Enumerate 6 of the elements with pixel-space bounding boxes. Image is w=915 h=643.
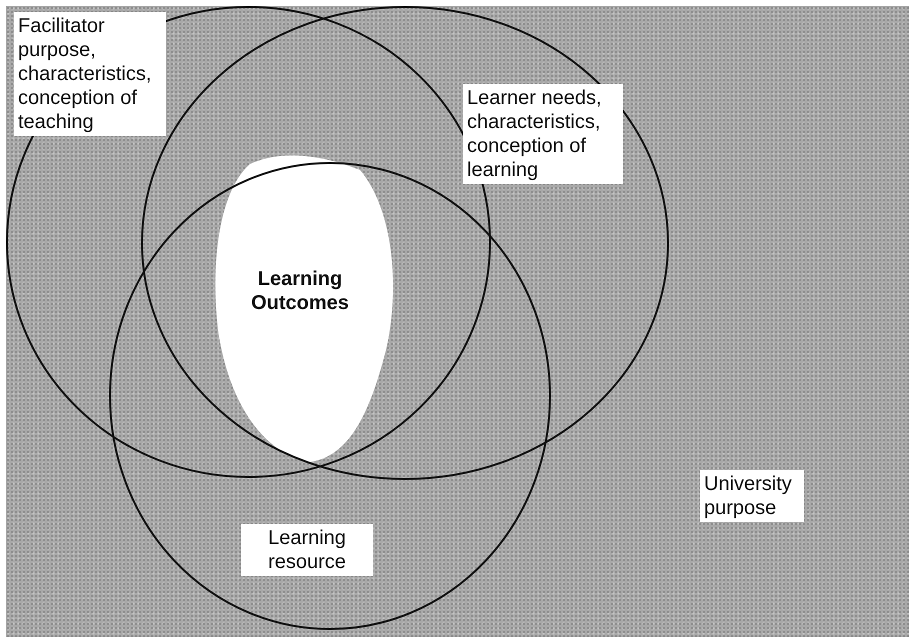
circle-label: Learner needs, characteristics, conception of learning [463, 84, 623, 184]
circle-label: Facilitator purpose, characteristics, conception of teaching [14, 12, 166, 136]
area-label: University purpose [700, 470, 804, 522]
region-label: Learning Outcomes [250, 267, 350, 316]
circle-label: Learning resource [241, 524, 373, 576]
context-area [6, 6, 909, 637]
